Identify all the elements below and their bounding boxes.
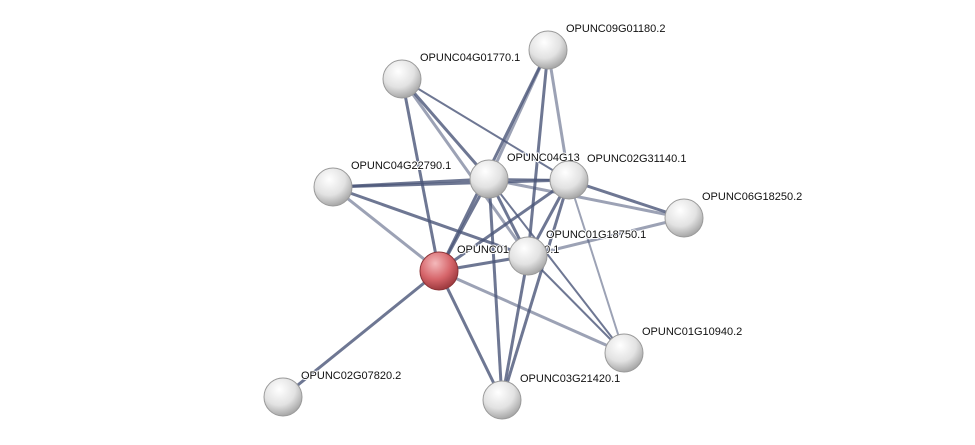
edge-n04G13-n06G18250: [488, 177, 685, 220]
edge-n02G31140-n03G21420: [500, 179, 571, 401]
edge-n01G18750-n01G10940: [527, 255, 625, 354]
edge-nQuery-n02G07820: [282, 269, 440, 399]
node-label: OPUNC01G18750.1: [546, 229, 646, 241]
node-n09G01180[interactable]: [528, 30, 568, 70]
node-n01G18750[interactable]: [508, 236, 548, 276]
node-n02G31140[interactable]: [549, 160, 589, 200]
edge-n02G31140-n01G10940: [568, 179, 625, 354]
edge-n02G31140-n04G22790: [332, 178, 570, 189]
node-label: OPUNC02G31140.1: [587, 153, 686, 165]
node-n01G10940[interactable]: [604, 333, 644, 373]
edge-n04G13-n04G01770: [400, 78, 491, 180]
edge-n04G13-n09G01180: [487, 49, 550, 180]
node-label: OPUNC02G07820.2: [301, 370, 401, 382]
edge-nQuery-n03G21420: [437, 270, 504, 401]
node-n04G22790[interactable]: [313, 167, 353, 207]
edge-nQuery-n04G22790: [332, 185, 440, 273]
node-label: OPUNC04G22790.1: [351, 160, 451, 172]
edge-n02G31140-n06G18250: [568, 178, 685, 220]
node-n02G07820[interactable]: [263, 377, 303, 417]
node-n04G13[interactable]: [469, 159, 509, 199]
edge-n02G31140-n04G01770: [401, 78, 570, 181]
edge-n04G13-n03G21420: [487, 178, 504, 401]
node-label: OPUNC04G01770.1: [420, 52, 520, 64]
edge-nQuery-n01G10940: [438, 269, 625, 355]
node-label: OPUNC04G13: [507, 152, 580, 164]
edge-nQuery-n02G31140: [438, 178, 570, 273]
edge-n04G13-n01G10940: [488, 178, 625, 354]
node-n04G01770[interactable]: [382, 59, 422, 99]
edge-nQuery-n04G01770: [400, 78, 441, 272]
node-n03G21420[interactable]: [482, 380, 522, 420]
node-label: OPUNC06G18250.2: [702, 191, 802, 203]
edge-n01G18750-n09G01180: [526, 49, 550, 257]
edge-n02G31140-n09G01180: [546, 49, 571, 181]
node-nQuery[interactable]: [419, 251, 459, 291]
node-label: OPUNC01G10940.2: [642, 326, 742, 338]
edge-n01G18750-n06G18250: [527, 216, 685, 258]
node-label: OPUNC03G21420.1: [520, 373, 620, 385]
node-label: OPUNC01: [457, 244, 509, 256]
edge-n01G18750-n04G22790: [332, 185, 529, 258]
edge-n01G18750-n03G21420: [500, 255, 530, 401]
node-n06G18250[interactable]: [664, 198, 704, 238]
edge-n01G18750-n04G01770: [400, 78, 530, 257]
node-label: OPUNC09G01180.2: [566, 23, 665, 35]
